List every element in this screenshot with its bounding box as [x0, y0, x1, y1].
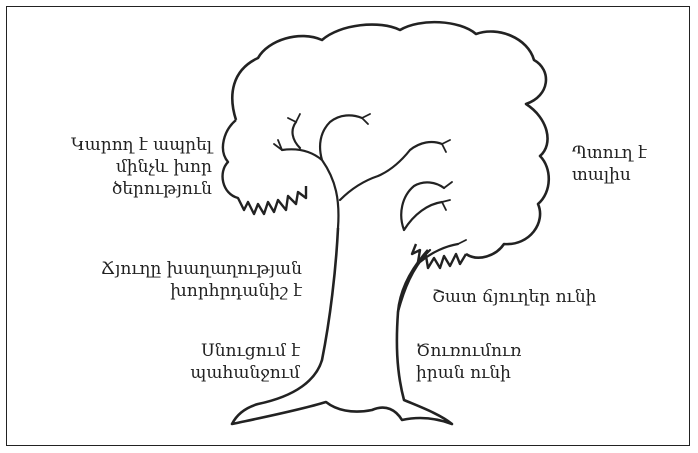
- label-feeds: Սնուցում է պահանջում: [140, 340, 300, 384]
- label-seeds: Ծուռումուռ իրան ունի: [416, 340, 521, 384]
- label-deep-age: Կարող է ապրել մինչև խոր ծերություն: [34, 134, 212, 200]
- label-branch-sign-line1: Ճյուղը խաղաղության: [70, 258, 302, 280]
- label-fruit-line1: Պտուղ է: [572, 142, 647, 164]
- label-branch-sign-line2: խորհրդանիշ է: [70, 280, 302, 302]
- label-feeds-line1: Սնուցում է: [140, 340, 300, 362]
- label-many-branches-line1: Շատ ճյուղեր ունի: [432, 286, 596, 308]
- label-fruit-line2: տալիս: [572, 164, 647, 186]
- label-feeds-line2: պահանջում: [140, 362, 300, 384]
- label-branch-sign: Ճյուղը խաղաղության խորհրդանիշ է: [70, 258, 302, 302]
- label-deep-age-line2: մինչև խոր: [34, 156, 212, 178]
- label-deep-age-line3: ծերություն: [34, 178, 212, 200]
- label-deep-age-line1: Կարող է ապրել: [34, 134, 212, 156]
- tree-canopy: [232, 22, 548, 258]
- label-many-branches: Շատ ճյուղեր ունի: [432, 286, 596, 308]
- label-seeds-line1: Ծուռումուռ: [416, 340, 521, 362]
- label-fruit: Պտուղ է տալիս: [572, 142, 647, 186]
- label-seeds-line2: իրան ունի: [416, 362, 521, 384]
- tree-branches: [282, 115, 458, 312]
- tree-canopy-right-edge: [412, 244, 466, 268]
